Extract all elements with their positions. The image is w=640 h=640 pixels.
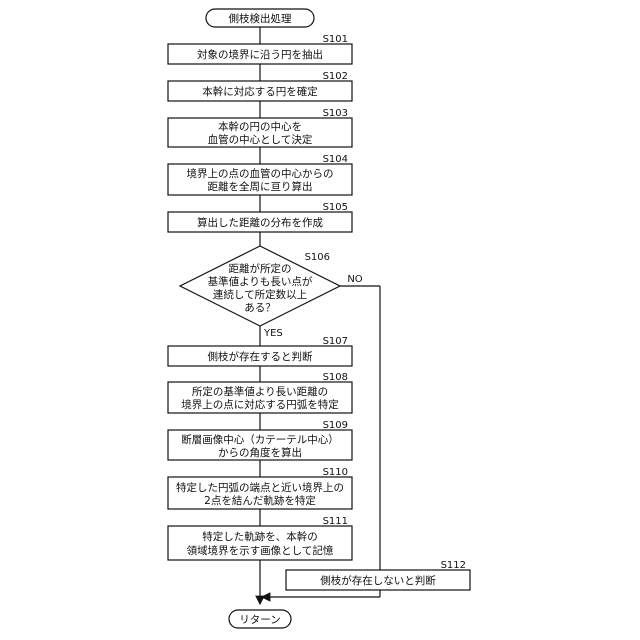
step-id: S112 — [441, 560, 466, 571]
decision-text-line4: ある？ — [244, 302, 276, 314]
step-id: S111 — [323, 516, 348, 527]
step-text: 側枝が存在すると判断 — [208, 350, 313, 363]
step-text-line1: 境界上の点の血管の中心からの — [187, 167, 334, 180]
decision-s106: S106 距離が所定の 基準値よりも長い点が 連続して所定数以上 ある？ NO … — [180, 246, 363, 339]
start-label: 側枝検出処理 — [229, 12, 292, 25]
step-text-line1: 特定した円弧の端点と近い境界上の — [176, 481, 344, 494]
step-id: S109 — [323, 420, 348, 431]
start-terminal: 側枝検出処理 — [206, 9, 314, 27]
step-id: S107 — [323, 336, 348, 347]
step-s112: S112 側枝が存在しないと判断 — [286, 560, 470, 590]
end-terminal: リターン — [229, 610, 291, 628]
no-label: NO — [347, 274, 362, 285]
step-text-line1: 断層画像中心（カテーテル中心） — [181, 433, 339, 446]
end-label: リターン — [239, 614, 280, 626]
decision-text-line3: 連続して所定数以上 — [213, 288, 307, 301]
step-id: S103 — [323, 108, 348, 119]
step-text-line2: からの角度を算出 — [218, 446, 302, 459]
step-text-line1: 本幹の円の中心を — [218, 120, 302, 133]
step-text-line2: 境界上の点に対応する円弧を特定 — [181, 398, 339, 411]
step-text: 本幹に対応する円を確定 — [202, 85, 318, 98]
step-text: 側枝が存在しないと判断 — [320, 574, 436, 587]
step-text-line1: 特定した軌跡を、本幹の — [202, 530, 318, 543]
step-text: 対象の境界に沿う円を抽出 — [197, 48, 323, 61]
step-text: 算出した距離の分布を作成 — [197, 216, 323, 229]
step-id: S105 — [323, 202, 348, 213]
step-id: S102 — [323, 71, 348, 82]
step-text-line1: 所定の基準値より長い距離の — [192, 385, 328, 398]
step-id: S101 — [323, 34, 348, 45]
step-text-line2: 領域境界を示す画像として記憶 — [187, 544, 334, 557]
step-id: S104 — [323, 154, 348, 165]
step-text-line2: 血管の中心として決定 — [208, 133, 313, 146]
decision-text-line2: 基準値よりも長い点が — [208, 275, 313, 288]
step-text-line2: 2点を結んだ軌跡を特定 — [204, 494, 316, 507]
step-id: S110 — [323, 467, 348, 478]
step-id: S108 — [323, 372, 348, 383]
yes-label: YES — [263, 328, 283, 339]
step-text-line2: 距離を全周に亘り算出 — [208, 180, 313, 193]
step-id: S106 — [305, 252, 330, 263]
decision-text-line1: 距離が所定の — [229, 262, 292, 275]
